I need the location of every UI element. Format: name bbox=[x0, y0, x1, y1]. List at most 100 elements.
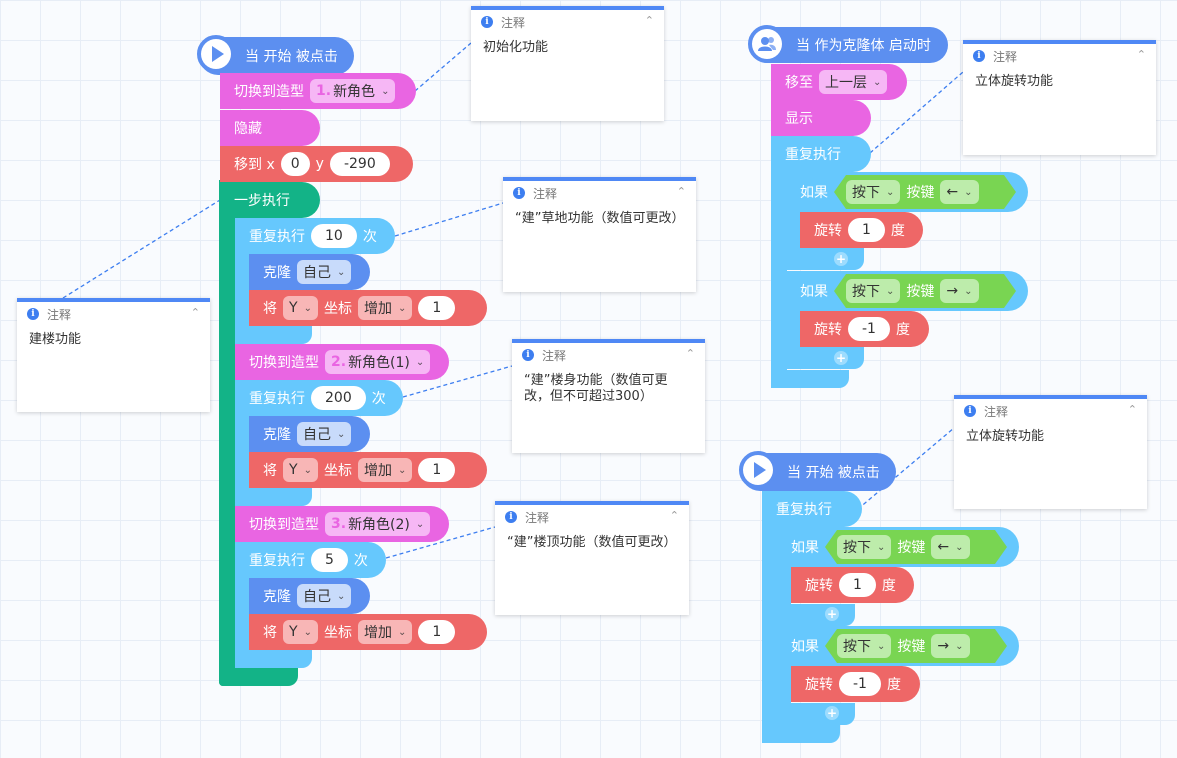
step-exec-block[interactable]: 一步执行 bbox=[220, 182, 320, 218]
repeat-count-input[interactable]: 200 bbox=[311, 386, 366, 410]
block-label: 将 bbox=[263, 463, 277, 479]
add-icon[interactable]: + bbox=[825, 706, 839, 720]
x-input[interactable]: 0 bbox=[280, 152, 310, 176]
rotate-block-4[interactable]: 旋转 -1 度 bbox=[791, 666, 920, 702]
chevron-down-icon: ⌄ bbox=[415, 518, 425, 530]
key-dropdown[interactable]: ←⌄ bbox=[931, 535, 969, 559]
y-input[interactable]: -290 bbox=[329, 152, 390, 176]
switch-costume-block[interactable]: 切换到造型 1.新角色⌄ bbox=[220, 73, 416, 109]
note-text[interactable]: 立体旋转功能 bbox=[966, 429, 1045, 444]
op-dropdown[interactable]: 增加⌄ bbox=[357, 620, 413, 644]
clone-target-dropdown[interactable]: 自己⌄ bbox=[297, 584, 352, 608]
press-dropdown[interactable]: 按下⌄ bbox=[837, 634, 891, 658]
axis-dropdown[interactable]: Y⌄ bbox=[283, 458, 318, 482]
note-text[interactable]: “建”楼身功能（数值可更改，但不可超过300） bbox=[524, 373, 668, 404]
repeat-block-1[interactable]: 重复执行 10 次 bbox=[235, 218, 395, 254]
value-input[interactable]: 1 bbox=[418, 458, 456, 482]
show-block[interactable]: 显示 bbox=[771, 100, 871, 136]
press-dropdown[interactable]: 按下⌄ bbox=[846, 180, 900, 204]
rotate-block-2[interactable]: 旋转 -1 度 bbox=[800, 311, 929, 347]
axis-dropdown[interactable]: Y⌄ bbox=[283, 620, 318, 644]
degrees-input[interactable]: 1 bbox=[848, 218, 885, 242]
degrees-input[interactable]: -1 bbox=[839, 672, 881, 696]
key-value: → bbox=[946, 283, 959, 299]
rotate-block-3[interactable]: 旋转 1 度 bbox=[791, 567, 914, 603]
press-dropdown[interactable]: 按下⌄ bbox=[846, 279, 900, 303]
key-value: ← bbox=[937, 539, 950, 555]
move-layer-block[interactable]: 移至 上一层⌄ bbox=[771, 64, 907, 100]
key-pressed-condition[interactable]: 按下⌄ 按键 →⌄ bbox=[834, 274, 1016, 308]
collapse-icon[interactable]: ⌃ bbox=[1127, 403, 1137, 416]
switch-costume-block-2[interactable]: 切换到造型 2.新角色(1)⌄ bbox=[235, 344, 449, 380]
change-coord-block-3[interactable]: 将 Y⌄ 坐标 增加⌄ 1 bbox=[249, 614, 487, 650]
press: 按下 bbox=[852, 284, 880, 300]
costume-dropdown[interactable]: 3.新角色(2)⌄ bbox=[325, 512, 431, 536]
add-icon[interactable]: + bbox=[834, 252, 848, 266]
chevron-down-icon: ⌄ bbox=[877, 640, 886, 652]
s3-repeat-block[interactable]: 重复执行 bbox=[762, 491, 862, 527]
change-coord-block-1[interactable]: 将 Y⌄ 坐标 增加⌄ 1 bbox=[249, 290, 487, 326]
when-clone-starts-hat[interactable]: 当 作为克隆体 启动时 bbox=[748, 25, 948, 63]
repeat-count-input[interactable]: 10 bbox=[311, 224, 357, 248]
when-start-clicked-hat[interactable]: 当 开始 被点击 bbox=[739, 451, 896, 491]
degrees-input[interactable]: 1 bbox=[839, 573, 876, 597]
value-input[interactable]: 1 bbox=[418, 620, 456, 644]
switch-costume-block-3[interactable]: 切换到造型 3.新角色(2)⌄ bbox=[235, 506, 449, 542]
note-text[interactable]: 立体旋转功能 bbox=[975, 74, 1054, 89]
clone-target-dropdown[interactable]: 自己⌄ bbox=[297, 260, 352, 284]
key-dropdown[interactable]: ←⌄ bbox=[940, 180, 978, 204]
costume-dropdown[interactable]: 1.新角色⌄ bbox=[310, 79, 396, 103]
rotate-block-1[interactable]: 旋转 1 度 bbox=[800, 212, 923, 248]
block-label: 如果 bbox=[800, 185, 828, 201]
note-text[interactable]: 初始化功能 bbox=[483, 40, 549, 55]
repeat-block-3[interactable]: 重复执行 5 次 bbox=[235, 542, 386, 578]
s2-repeat-block[interactable]: 重复执行 bbox=[771, 136, 871, 172]
play-icon bbox=[197, 35, 235, 73]
key-pressed-condition[interactable]: 按下⌄ 按键 →⌄ bbox=[825, 629, 1007, 663]
collapse-icon[interactable]: ⌃ bbox=[1136, 48, 1146, 61]
note-text[interactable]: “建”楼顶功能（数值可更改） bbox=[507, 535, 677, 550]
key-dropdown[interactable]: →⌄ bbox=[931, 634, 969, 658]
clone-block-3[interactable]: 克隆 自己⌄ bbox=[249, 578, 370, 614]
axis-dropdown[interactable]: Y⌄ bbox=[283, 296, 318, 320]
key-pressed-condition[interactable]: 按下⌄ 按键 ←⌄ bbox=[834, 175, 1016, 209]
add-icon[interactable]: + bbox=[834, 351, 848, 365]
info-icon: i bbox=[27, 308, 39, 320]
value-input[interactable]: 1 bbox=[418, 296, 456, 320]
change-coord-block-2[interactable]: 将 Y⌄ 坐标 增加⌄ 1 bbox=[249, 452, 487, 488]
block-label: 克隆 bbox=[263, 589, 291, 605]
layer-dropdown[interactable]: 上一层⌄ bbox=[819, 70, 888, 94]
collapse-icon[interactable]: ⌃ bbox=[676, 185, 686, 198]
loop3-foot bbox=[235, 650, 312, 668]
costume-dropdown[interactable]: 2.新角色(1)⌄ bbox=[325, 350, 431, 374]
clone-block-1[interactable]: 克隆 自己⌄ bbox=[249, 254, 370, 290]
hide-block[interactable]: 隐藏 bbox=[220, 110, 320, 146]
note-text[interactable]: “建”草地功能（数值可更改） bbox=[515, 211, 685, 226]
collapse-icon[interactable]: ⌃ bbox=[685, 347, 695, 360]
degrees-input[interactable]: -1 bbox=[848, 317, 890, 341]
goto-xy-block[interactable]: 移到 x 0 y -290 bbox=[220, 146, 413, 182]
clone-target-dropdown[interactable]: 自己⌄ bbox=[297, 422, 352, 446]
collapse-icon[interactable]: ⌃ bbox=[644, 14, 654, 27]
collapse-icon[interactable]: ⌃ bbox=[190, 306, 200, 319]
repeat-block-2[interactable]: 重复执行 200 次 bbox=[235, 380, 403, 416]
key-dropdown[interactable]: →⌄ bbox=[940, 279, 978, 303]
press-dropdown[interactable]: 按下⌄ bbox=[837, 535, 891, 559]
note-text[interactable]: 建楼功能 bbox=[29, 332, 82, 347]
block-label: 克隆 bbox=[263, 265, 291, 281]
collapse-icon[interactable]: ⌃ bbox=[669, 509, 679, 522]
when-start-clicked-hat[interactable]: 当 开始 被点击 bbox=[197, 35, 354, 75]
repeat-count-input[interactable]: 5 bbox=[311, 548, 348, 572]
op-dropdown[interactable]: 增加⌄ bbox=[357, 458, 413, 482]
add-icon[interactable]: + bbox=[825, 607, 839, 621]
clone-block-2[interactable]: 克隆 自己⌄ bbox=[249, 416, 370, 452]
key-pressed-condition[interactable]: 按下⌄ 按键 ←⌄ bbox=[825, 530, 1007, 564]
op-dropdown[interactable]: 增加⌄ bbox=[357, 296, 413, 320]
